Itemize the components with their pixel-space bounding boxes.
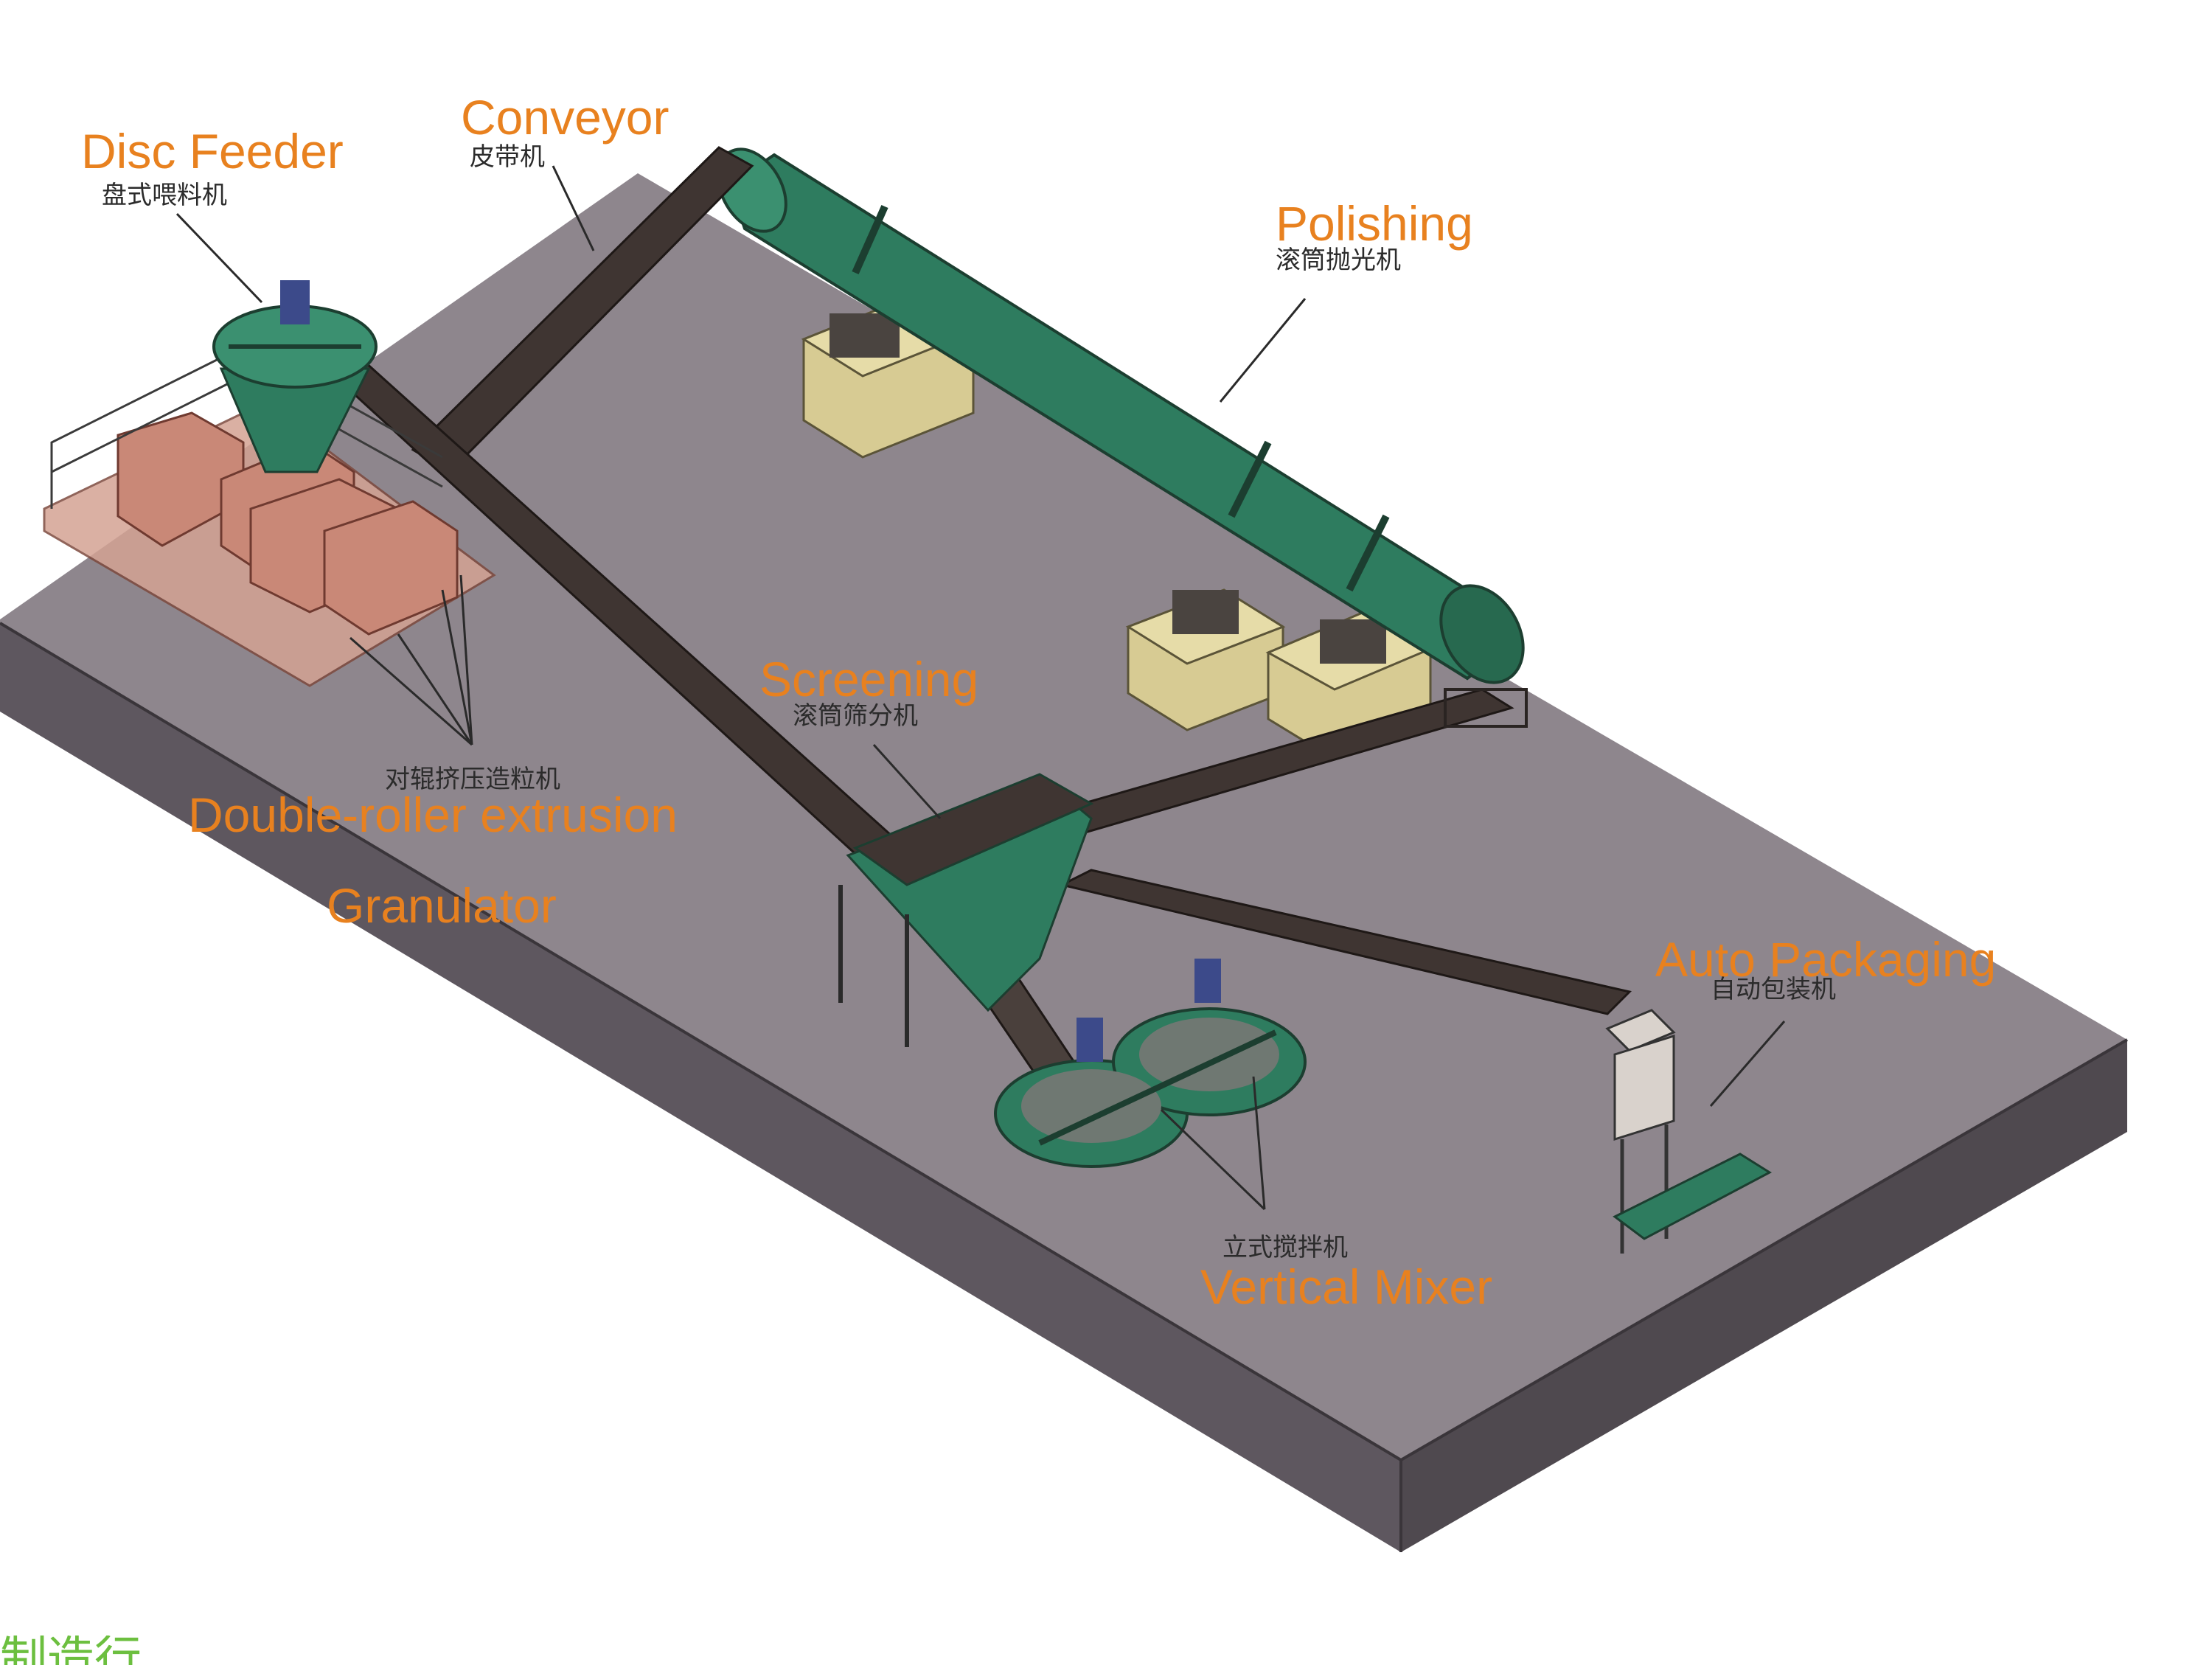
leader-polishing <box>1219 298 1307 403</box>
vertical-mixer-label-zh: 立式搅拌机 <box>1222 1233 1348 1262</box>
leader-mixer-1 <box>1160 1108 1266 1211</box>
conveyor-label: Conveyor <box>461 90 669 145</box>
screening-label-zh: 滚筒筛分机 <box>793 701 918 731</box>
polishing-drum <box>717 147 1525 684</box>
platform-side-right <box>1401 1040 2127 1552</box>
auto-packaging-unit <box>1605 1009 1773 1254</box>
leader-disc-feeder <box>175 212 263 304</box>
leader-roller-3 <box>441 589 473 745</box>
granulator-unit <box>43 345 496 687</box>
screening-unit <box>838 773 1094 1047</box>
leader-roller-4 <box>459 574 473 745</box>
polishing-label-zh: 滚筒抛光机 <box>1276 246 1401 275</box>
polishing-label: Polishing <box>1276 196 1473 251</box>
screening-label: Screening <box>759 652 979 706</box>
leader-roller-1 <box>349 636 473 746</box>
auto-packaging-label: Auto Packaging <box>1655 932 1997 987</box>
vertical-mixers <box>994 959 1307 1168</box>
leader-conveyor <box>552 165 595 251</box>
leader-lines <box>175 165 1786 1211</box>
disc-feeder-label: Disc Feeder <box>81 124 344 178</box>
vertical-mixer-label: Vertical Mixer <box>1200 1259 1493 1314</box>
polisher-bases <box>801 293 1433 761</box>
footer-text: 制造行 <box>0 1636 142 1665</box>
disc-feeder-label-zh: 盘式喂料机 <box>102 181 227 210</box>
conveyor-to-packaging <box>1058 869 1632 1015</box>
leader-mixer-2 <box>1252 1076 1266 1210</box>
auto-packaging-label-zh: 自动包装机 <box>1711 975 1836 1004</box>
leader-screening <box>872 743 942 820</box>
leader-packaging <box>1709 1021 1786 1107</box>
disc-feeder <box>212 280 378 473</box>
double-roller-label-zh: 对辊挤压造粒机 <box>385 765 560 794</box>
granulator-label: Granulator <box>327 878 557 933</box>
conveyor-label-zh: 皮带机 <box>470 142 545 172</box>
leader-roller-2 <box>397 633 473 745</box>
double-roller-label: Double-roller extrusion <box>188 788 678 842</box>
platform-side-left <box>0 623 1401 1552</box>
